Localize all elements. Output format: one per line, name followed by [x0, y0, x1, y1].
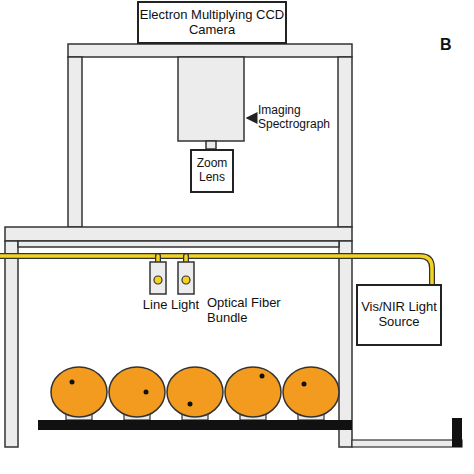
- box-text: Zoom Lens: [192, 157, 232, 185]
- imaging-spectrograph: [178, 57, 244, 141]
- box-text: Vis/NIR Light Source: [358, 300, 440, 330]
- line-light: [150, 262, 194, 294]
- conveyor-rail: [352, 418, 462, 447]
- camera-box: Electron Multiplying CCD Camera: [137, 1, 287, 44]
- part-label: Line Light: [136, 298, 206, 313]
- part-label: Optical Fiber Bundle: [207, 296, 297, 326]
- leader-arrow: [247, 117, 255, 119]
- chamber-frame: [5, 227, 352, 447]
- lens-mount: [206, 141, 216, 149]
- light-source-box: Vis/NIR Light Source: [356, 284, 442, 346]
- fruit-samples: [38, 367, 352, 430]
- panel-letter: B: [440, 36, 460, 54]
- zoom-lens-box: Zoom Lens: [190, 149, 234, 193]
- box-text: Electron Multiplying CCD Camera: [139, 8, 285, 38]
- optical-fiber-bundle: [0, 256, 432, 284]
- upper-frame: [68, 44, 352, 227]
- part-label: Imaging Spectrograph: [258, 104, 336, 132]
